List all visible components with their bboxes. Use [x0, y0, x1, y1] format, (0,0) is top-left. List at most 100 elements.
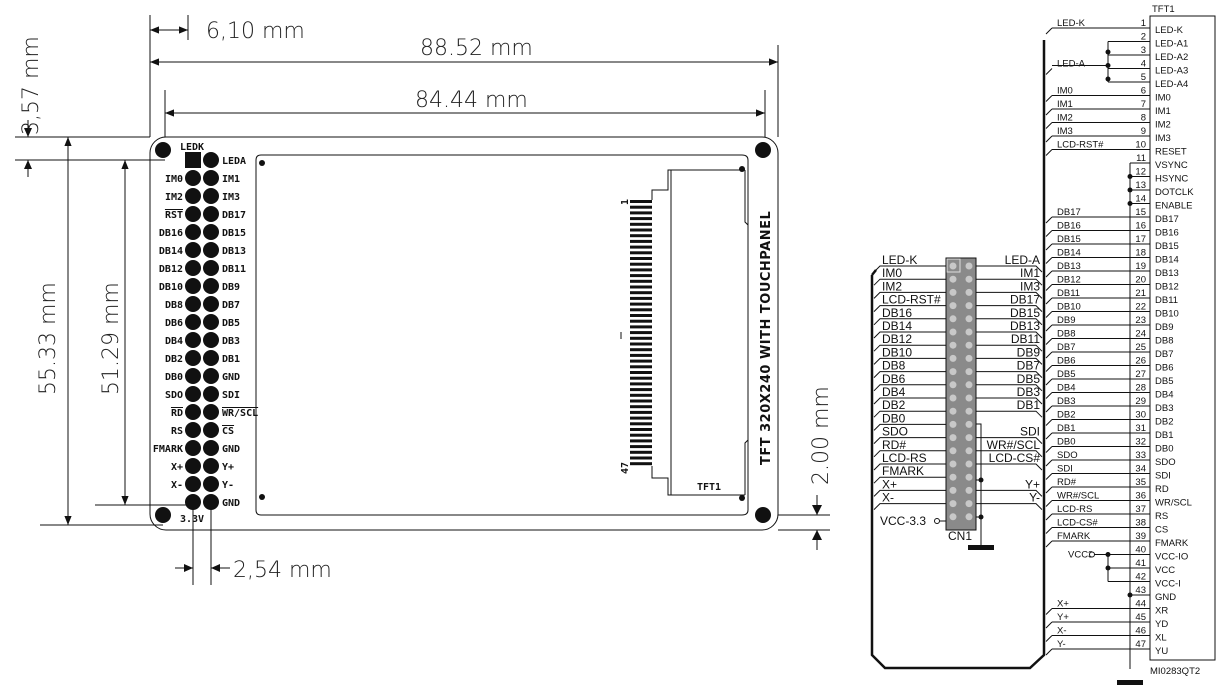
fpc-pad: [630, 302, 652, 306]
cn1-net-left: DB10: [882, 345, 912, 359]
tft1-net-label: DB12: [1057, 275, 1081, 286]
tft1-pin-number: 3: [1141, 45, 1146, 56]
header-pin: [185, 494, 201, 510]
bus-entry: [1045, 392, 1053, 399]
bus-entry: [1045, 95, 1053, 102]
gnd-symbol: [968, 545, 994, 550]
cn1-ref: CN1: [948, 529, 972, 543]
junction: [978, 477, 984, 483]
header-pin: [185, 332, 201, 348]
header-label-right: SDI: [222, 390, 240, 401]
bus-entry: [1045, 324, 1053, 332]
display-dots: [259, 160, 745, 501]
header-label-right: GND: [222, 498, 240, 509]
header-label-right: IM3: [222, 192, 240, 203]
tft1-pin-number: 18: [1135, 248, 1146, 259]
cn1-net-right: IM3: [1020, 279, 1040, 293]
tft1-net-label: IM1: [1057, 99, 1073, 110]
bus-entry: [1045, 311, 1053, 318]
header-label-left: DB0: [165, 372, 183, 383]
cn1-net-left: DB4: [882, 385, 906, 399]
header-pin: [203, 224, 219, 240]
tft1-pin-number: 34: [1135, 464, 1146, 475]
cn1-wire-right: [976, 371, 1043, 378]
tft1-pin-number: 45: [1135, 612, 1146, 623]
header-label-left: IM2: [165, 192, 183, 203]
header-pin: [203, 332, 219, 348]
cn1-pin: [949, 460, 957, 468]
fpc-pad: [630, 200, 652, 203]
tft1-pin-number: 43: [1135, 585, 1146, 596]
cn1-net-right: DB5: [1017, 372, 1041, 386]
cn1-wire-right: [976, 318, 1043, 326]
cn1-wire-left: [873, 318, 946, 326]
tft1-net-label: FMARK: [1057, 531, 1091, 542]
tft1-pin-name: DB6: [1155, 363, 1173, 374]
bus-entry: [1045, 351, 1053, 359]
fpc-pad: [630, 274, 652, 278]
tft1-pin-number: 6: [1141, 86, 1146, 97]
cn1-pin: [949, 381, 957, 389]
cn1-net-right: LCD-CS#: [989, 451, 1041, 465]
header-label-right: GND: [222, 372, 240, 383]
display-outline: [255, 154, 749, 516]
cn1-net-left: IM0: [882, 266, 902, 280]
fpc-pad: [630, 319, 652, 323]
tft1-pin-number: 46: [1135, 626, 1146, 637]
header-label-right: DB11: [222, 264, 246, 275]
mechanical-drawing: 6,10 mm 88.52 mm 84.44 mm 3,57 mm 55.33 …: [15, 15, 834, 585]
tft1-pin-number: 30: [1135, 410, 1146, 421]
dim-2-54-label: 2,54 mm: [233, 558, 332, 583]
cn1-net-left: FMARK: [882, 464, 924, 478]
cn1-pin: [965, 460, 973, 468]
tft1-pin-name: DB17: [1155, 214, 1179, 225]
bus-entry: [1045, 500, 1053, 507]
junction: [1105, 76, 1111, 82]
tft1-pin-number: 10: [1135, 140, 1146, 151]
cn1-pin: [965, 288, 973, 296]
fpc-pad: [630, 365, 652, 369]
cn1-pin: [949, 341, 957, 349]
tft1-net-label: SDI: [1057, 464, 1073, 475]
tft1-pin-name: SDI: [1155, 471, 1171, 482]
cn1-net-left: X-: [882, 491, 894, 505]
header-pin: [203, 296, 219, 312]
fpc-pad: [630, 257, 652, 260]
header-label-right: DB1: [222, 354, 240, 365]
tft1-net-label: DB5: [1057, 369, 1075, 380]
dim-2-00-label: 2.00 mm: [809, 386, 834, 485]
fpc-pad: [630, 456, 652, 460]
fpc-pad: [630, 296, 652, 300]
tft1-pin-number: 32: [1135, 437, 1146, 448]
mounting-holes: [155, 142, 771, 523]
dim-6-10-label: 6,10 mm: [206, 19, 305, 44]
tft1-pin-number: 5: [1141, 72, 1146, 83]
cn1-pin: [949, 407, 957, 415]
fpc-pad: [630, 222, 652, 226]
tft1-net-label: DB13: [1057, 261, 1081, 272]
cn1-pin: [965, 275, 973, 283]
tft1-pin-number: 8: [1141, 113, 1146, 124]
fpc-pad: [630, 382, 652, 386]
header-pin: [185, 206, 201, 222]
bus-entry: [1045, 648, 1053, 656]
bus-entry: [1045, 216, 1053, 224]
fpc-pad: [630, 331, 652, 335]
bus-entry: [1045, 513, 1053, 521]
tft1-pin-name: DB10: [1155, 309, 1179, 320]
junction: [1105, 49, 1111, 55]
header-pin: [185, 368, 201, 384]
fpc-pad: [630, 325, 652, 329]
header-label-right: DB7: [222, 300, 240, 311]
cn1-wire-left: [873, 503, 946, 510]
header-label-left: IM0: [165, 174, 183, 185]
bus-entry: [1045, 122, 1053, 129]
tft1-net-label: DB2: [1057, 410, 1075, 421]
bus-entry: [1045, 419, 1053, 426]
bus-entry: [1045, 338, 1053, 345]
tft1-pin-number: 13: [1135, 180, 1146, 191]
fpc-pad: [630, 353, 652, 357]
cn1-net-left: LCD-RST#: [882, 293, 941, 307]
fpc-pad: [630, 234, 652, 238]
fpc-pad: [630, 291, 652, 295]
